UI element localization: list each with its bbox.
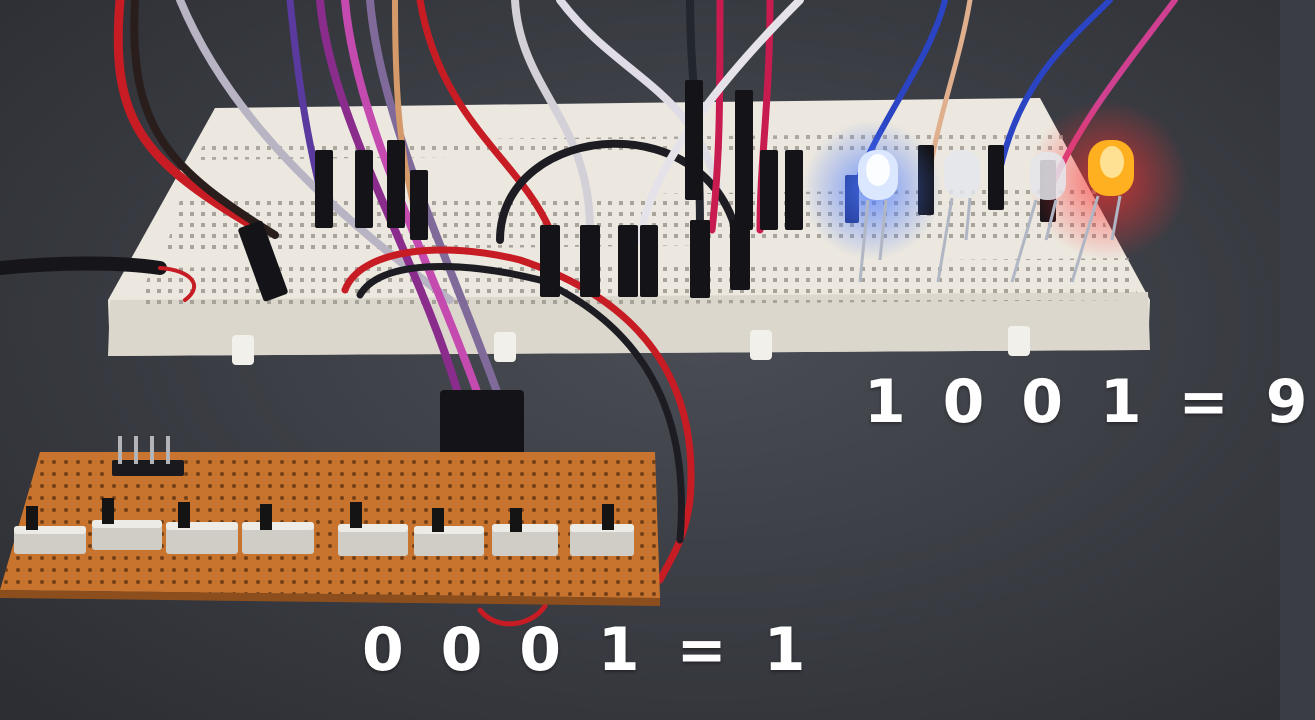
photo-scene (0, 0, 1280, 720)
slide-switch-5 (338, 502, 408, 556)
led-1-blue-on (858, 150, 898, 283)
led-binary-caption: 1 0 0 1 = 9 (864, 367, 1315, 437)
switch-binary-caption: 0 0 0 1 = 1 (362, 615, 814, 685)
slide-switch-8 (570, 504, 634, 556)
slide-switch-2 (92, 498, 162, 550)
slide-switch-4 (242, 504, 314, 554)
led-3-off (1010, 152, 1066, 283)
slide-switch-7 (492, 508, 558, 556)
led-4-yellow-on (1070, 140, 1134, 283)
slide-switch-1 (14, 506, 86, 554)
slide-switch-6 (414, 508, 484, 556)
led-indicators (802, 100, 1188, 283)
led-2-off (936, 150, 980, 283)
dip-switch-row (14, 498, 634, 556)
perfboard (0, 436, 660, 606)
slide-switch-3 (166, 502, 238, 554)
pin-header (112, 436, 184, 476)
